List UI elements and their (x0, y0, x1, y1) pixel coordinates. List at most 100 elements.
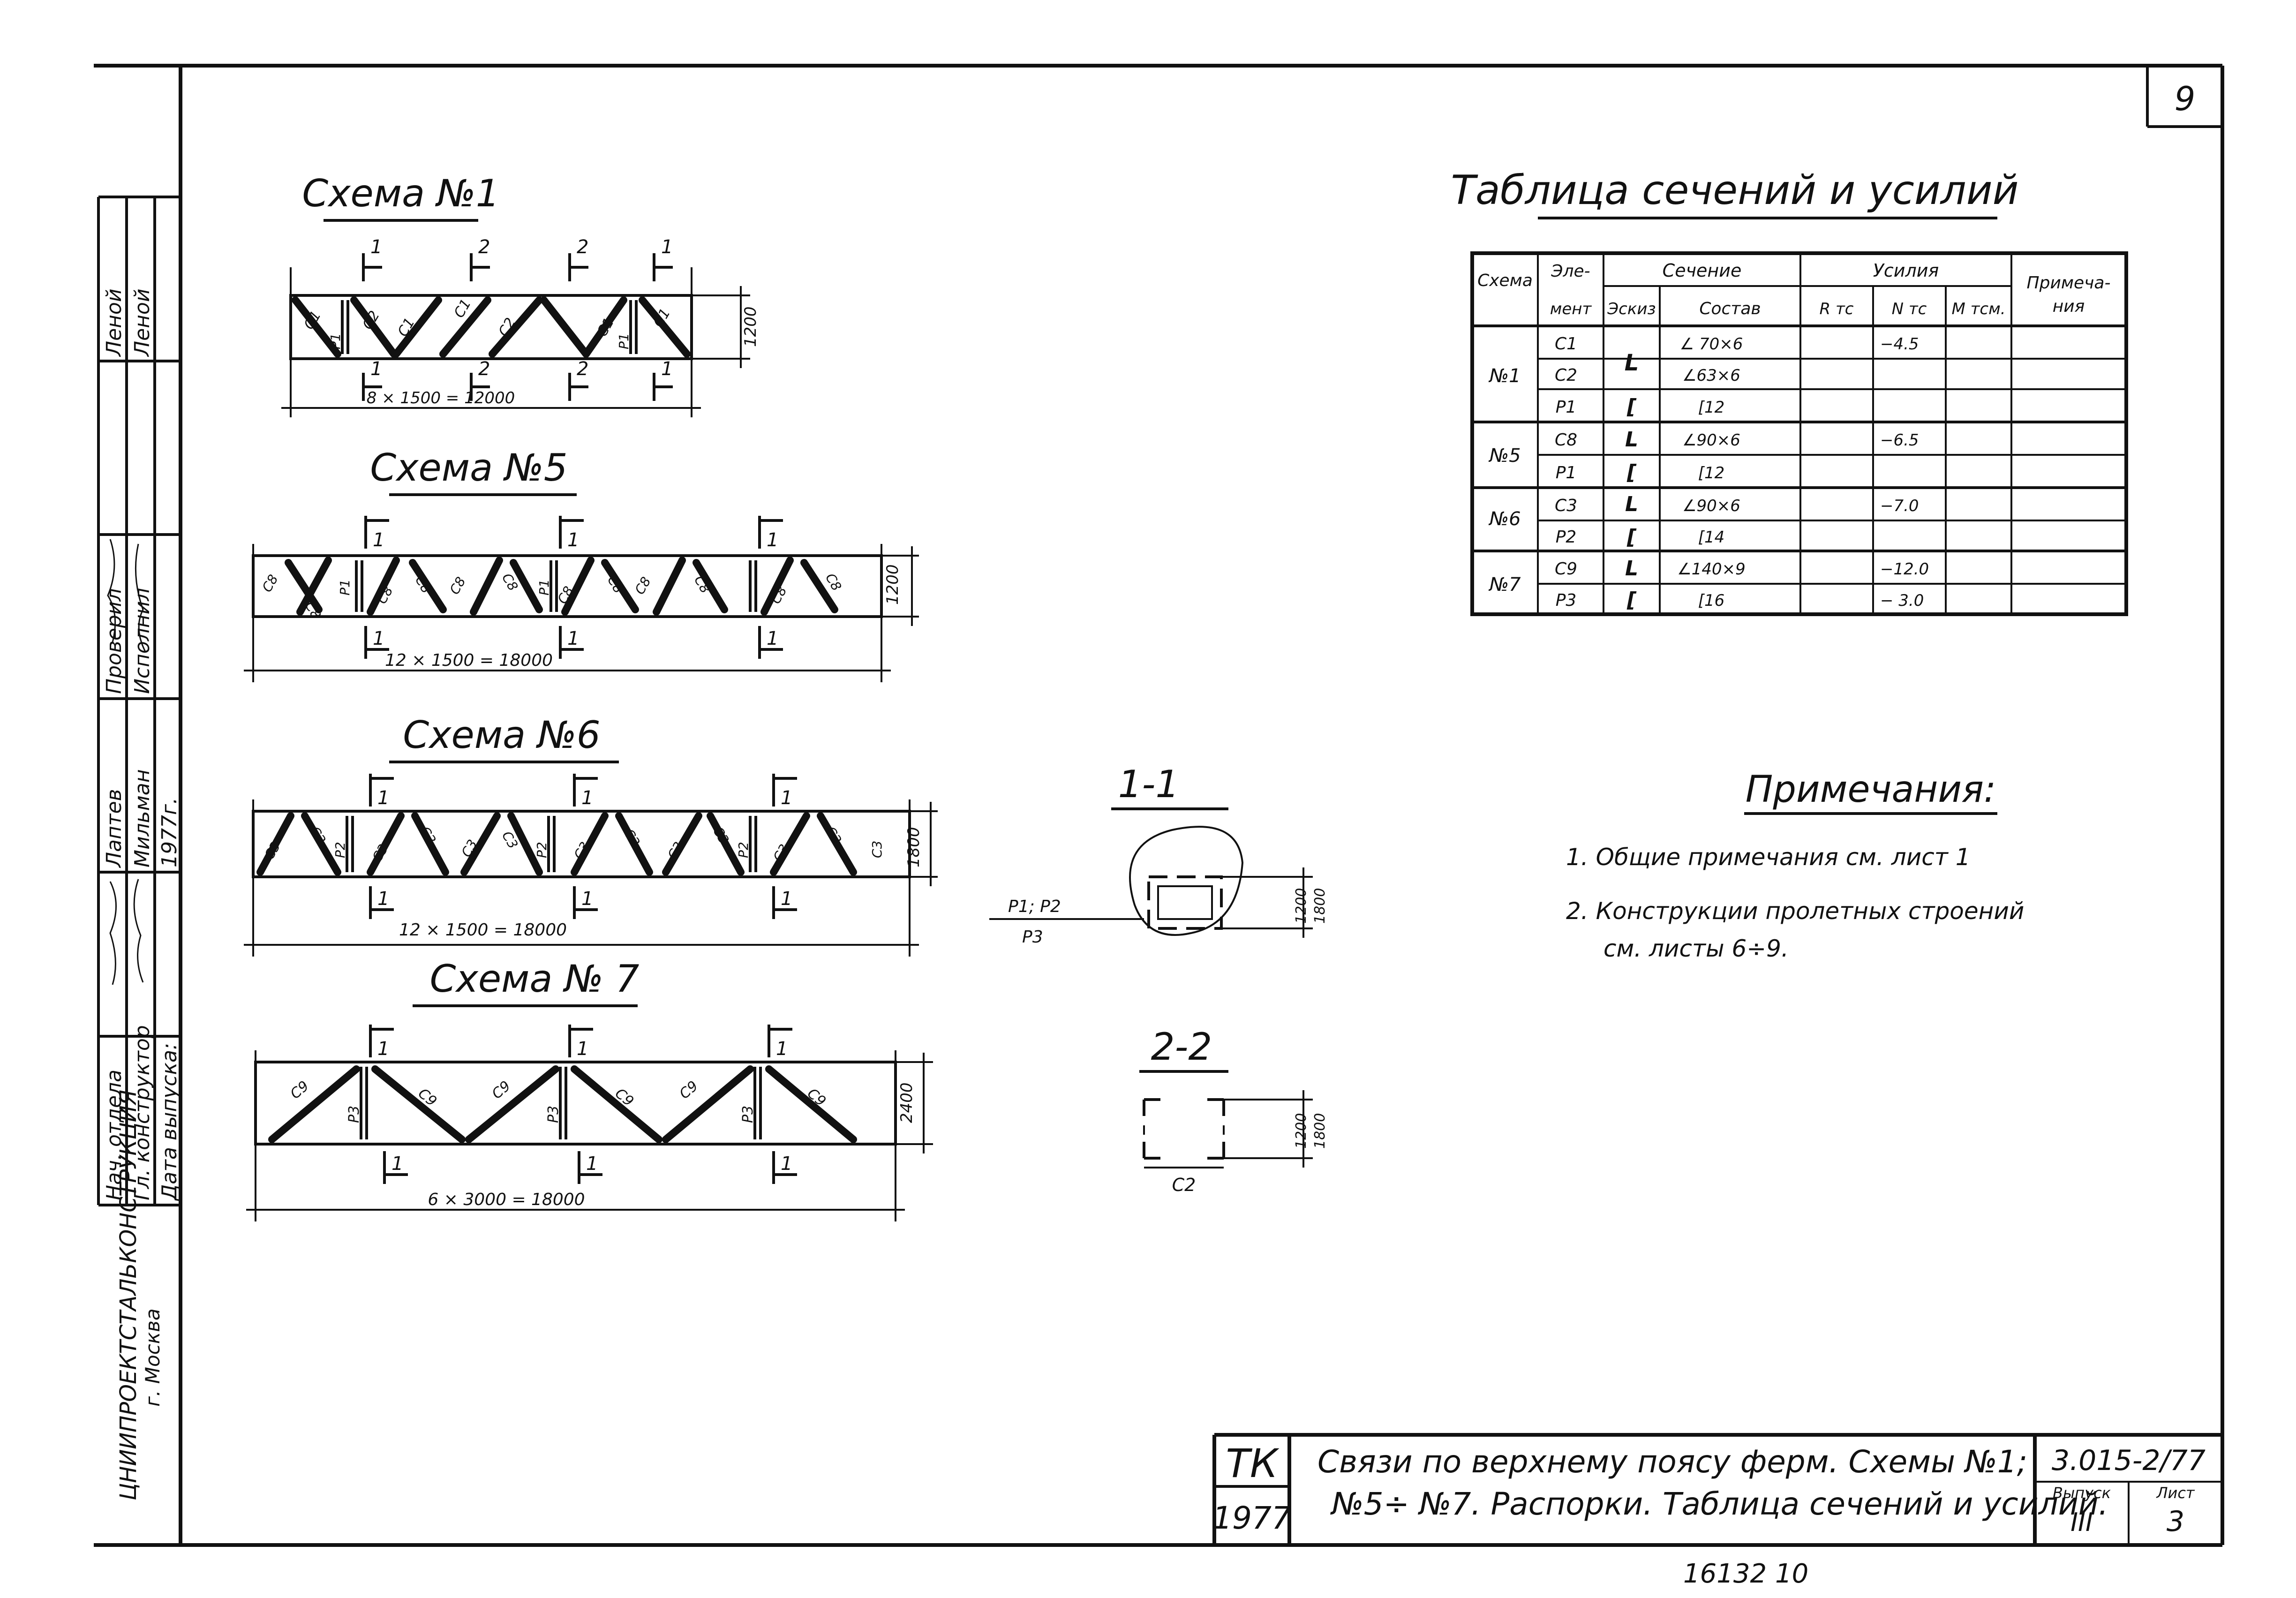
scheme-1-mark-bot-2: 2 (478, 358, 490, 380)
section-2-2-label: C2 (1172, 1175, 1196, 1195)
s7-label-4: P3 (545, 1106, 562, 1123)
scheme-7-mark-bot-1: 1 (391, 1153, 403, 1175)
section-2-2-drawing (1143, 1090, 1313, 1168)
row-2-element: P1 (1556, 398, 1577, 417)
row-8-comp: [16 (1698, 591, 1725, 610)
row-2-sketch: [ (1626, 395, 1637, 419)
s7-label-1: P3 (346, 1106, 362, 1123)
scheme-5-title: Схема №5 (370, 446, 567, 490)
page-number: 9 (2175, 80, 2196, 118)
row-4-element: P1 (1556, 463, 1577, 482)
row-6-comp: [14 (1698, 528, 1725, 547)
footer-number: 16132 10 (1683, 1559, 1808, 1589)
row-7-n: −12.0 (1880, 560, 1929, 579)
issue-label: Выпуск (2053, 1484, 2111, 1502)
note-2: 2. Конструкции пролетных строений (1566, 897, 2024, 925)
s1-label-1: P1 (328, 333, 343, 349)
th-note: Примеча- (2027, 273, 2111, 293)
th-element-2: мент (1550, 300, 1592, 318)
th-sketch: Эскиз (1607, 300, 1656, 318)
stamp-name-laptev: Лаптев (102, 789, 126, 868)
stamp-role-head: Нач. отдела (102, 1070, 126, 1200)
scheme-5-mark-top-3: 1 (767, 529, 778, 551)
row-3-element: C8 (1555, 430, 1577, 450)
scheme-7-mark-top-1: 1 (377, 1038, 389, 1060)
row-8-sketch: [ (1626, 588, 1637, 612)
scheme-6-truss (244, 774, 938, 957)
stamp-city: г. Москва (141, 1308, 164, 1407)
row-3-sketch: L (1625, 428, 1638, 452)
s7-label-0: C9 (287, 1078, 312, 1103)
scheme-6-mark-bot-2: 1 (581, 888, 593, 910)
row-scheme-6: №6 (1488, 508, 1521, 530)
scheme-6-mark-bot-3: 1 (781, 888, 792, 910)
scheme-6-mark-top-2: 1 (581, 787, 593, 809)
scheme-7-mark-bot-3: 1 (781, 1153, 792, 1175)
scheme-6-mark-top-1: 1 (377, 787, 389, 809)
scheme-5-mark-top-2: 1 (567, 529, 579, 551)
stamp-date-year: 1977г. (158, 798, 181, 867)
row-6-element: P2 (1556, 528, 1577, 547)
row-0-element: C1 (1555, 334, 1577, 354)
stamp-name-2: Леной (130, 289, 154, 357)
scheme-5-dimension: 12 × 1500 = 18000 (385, 651, 553, 670)
scheme-1-mark-top-3: 2 (577, 236, 588, 258)
scheme-7-dimension: 6 × 3000 = 18000 (428, 1190, 585, 1209)
s6-label-2: P2 (332, 842, 348, 858)
scheme-7-title: Схема № 7 (430, 957, 640, 1001)
th-element: Эле- (1551, 262, 1590, 281)
row-1-element: C2 (1555, 366, 1577, 385)
sheet-frame (94, 64, 2224, 1547)
row-5-element: C3 (1555, 496, 1577, 515)
scheme-1-truss (281, 253, 750, 417)
stamp-role-chief: Гл. конструктор (130, 1025, 154, 1200)
row-8-n: − 3.0 (1880, 591, 1924, 610)
scheme-5-mark-bot-1: 1 (373, 628, 384, 649)
stamp-block (97, 196, 181, 1206)
stamp-name-1: Леной (102, 289, 126, 357)
s6-label-15: C3 (869, 841, 885, 858)
table-grid (1470, 251, 2128, 616)
scheme-1-mark-bot-1: 1 (370, 358, 382, 380)
s5-label-2: P1 (337, 579, 353, 595)
stamp-role-executed: Исполнил (130, 588, 154, 694)
title-line-2: №5÷ №7. Распорки. Таблица сечений и усил… (1330, 1486, 2108, 1522)
row-5-sketch: L (1625, 492, 1638, 516)
s6-label-7: P2 (534, 842, 550, 858)
row-4-sketch: [ (1626, 460, 1637, 484)
s5-label-5: C8 (446, 574, 468, 597)
s5-label-10: C8 (632, 574, 654, 597)
scheme-6-height: 1800 (904, 827, 923, 867)
scheme-1-title: Схема №1 (302, 172, 499, 215)
notes-title: Примечания: (1746, 769, 1996, 811)
section-1-1-title: 1-1 (1118, 762, 1180, 806)
scheme-1-dimension: 8 × 1500 = 12000 (367, 389, 515, 407)
sheet-label: Лист (2156, 1484, 2195, 1502)
s5-label-7: P1 (536, 579, 552, 595)
stamp-role-checked: Проверил (102, 588, 126, 694)
title-line-1: Связи по верхнему поясу ферм. Схемы №1; (1317, 1444, 2027, 1480)
th-composition: Состав (1699, 299, 1761, 318)
th-r: R тс (1820, 300, 1854, 318)
note-1: 1. Общие примечания см. лист 1 (1566, 844, 1971, 871)
section-1-1-drawing (989, 826, 1313, 938)
th-m: M тсм. (1951, 300, 2005, 318)
scheme-1-height: 1200 (741, 306, 760, 347)
row-7-element: C9 (1555, 559, 1577, 579)
row-5-comp: ∠90×6 (1682, 497, 1740, 515)
scheme-6-mark-bot-1: 1 (377, 888, 389, 910)
th-forces: Усилия (1873, 260, 1939, 281)
scheme-5-mark-top-1: 1 (373, 529, 384, 551)
scheme-1-mark-bot-3: 2 (577, 358, 588, 380)
stamp-name-milman: Мильман (130, 769, 154, 867)
scheme-5-mark-bot-2: 1 (567, 628, 579, 649)
scheme-1-mark-top-2: 2 (478, 236, 490, 258)
section-1-1-label-bottom: P3 (1022, 927, 1043, 947)
row-scheme-5: №5 (1488, 445, 1521, 467)
section-2-2-dim-2: 1800 (1312, 1113, 1328, 1149)
scheme-7-mark-top-2: 1 (577, 1038, 588, 1060)
row-scheme-1: №1 (1488, 365, 1521, 387)
row-5-n: −7.0 (1880, 497, 1919, 515)
section-1-1-dim-1: 1200 (1293, 888, 1310, 924)
